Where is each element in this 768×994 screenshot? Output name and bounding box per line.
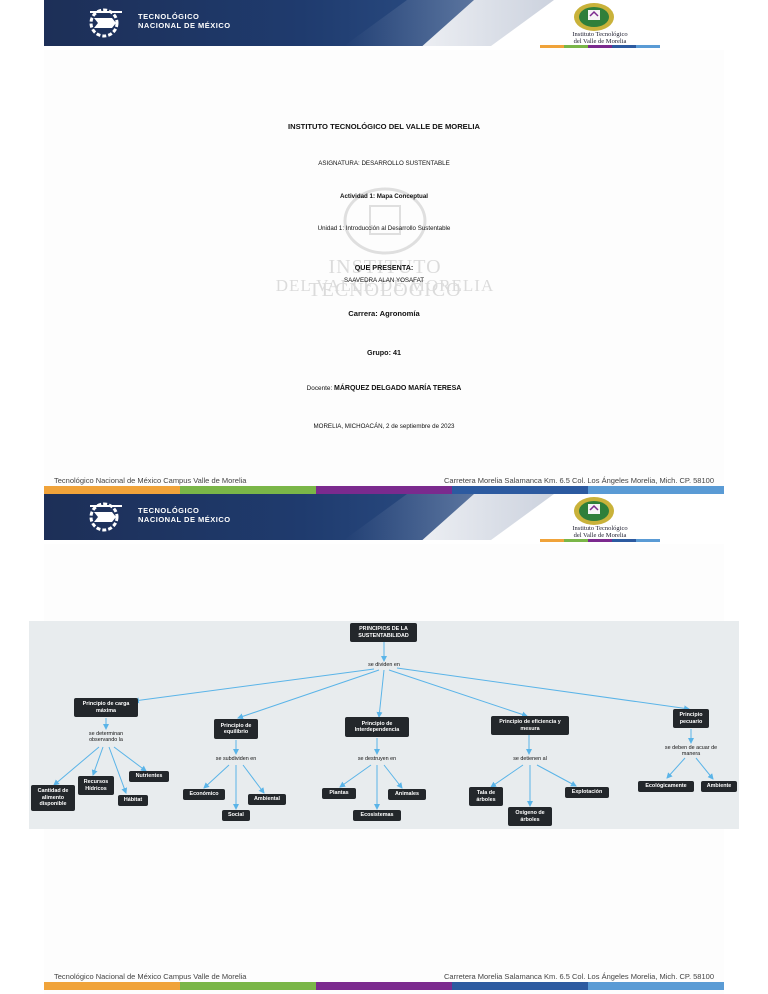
activity-line: Actividad 1: Mapa Conceptual <box>339 193 428 200</box>
tnm-name: TECNOLÓGICO NACIONAL DE MÉXICO <box>138 506 231 524</box>
subject-line: ASIGNATURA: DESARROLLO SUSTENTABLE <box>318 160 450 167</box>
itvm-name: Instituto Tecnológico del Valle de Morel… <box>540 31 660 45</box>
student-name: SAAVEDRA ALAN YOSAFAT <box>343 277 425 284</box>
map-leaf-node: Económico <box>183 789 225 800</box>
itvm-logo: Instituto Tecnológico del Valle de Morel… <box>540 2 660 48</box>
edge-link-b3 <box>376 669 385 718</box>
watermark-line1: INSTITUTO TECNOLÓGICO <box>308 256 462 301</box>
watermark-line2: DEL VALLE DE MORELIA <box>275 276 495 295</box>
map-leaf-node: Ambiental <box>248 794 286 805</box>
map-leaf-node: Hábitat <box>118 795 148 806</box>
edge-b4-c3 <box>536 764 577 787</box>
tnm-gear-emblem-icon <box>89 8 122 38</box>
map-leaf-node: Cantidad de alimento disponible <box>31 785 75 811</box>
teacher-line: Docente: MÁRQUEZ DELGADO MARÍA TERESA <box>44 385 724 392</box>
map-leaf-node: Recursos Hídricos <box>78 776 114 795</box>
map-leaf-node: Ecológicamente <box>638 781 694 792</box>
map-branch-link-label: se detienen al <box>513 756 547 762</box>
footer-address: Carretera Morelia Salamanca Km. 6.5 Col.… <box>444 972 714 981</box>
map-branch-node: Principio de carga máxima <box>74 698 138 717</box>
unit-line: Unidad 1: Introducción al Desarrollo Sus… <box>317 225 451 232</box>
edge-b1-c2 <box>91 746 104 776</box>
footer-text: Tecnológico Nacional de México Campus Va… <box>54 972 714 982</box>
footer-campus: Tecnológico Nacional de México Campus Va… <box>54 972 247 981</box>
tnm-name-line1: TECNOLÓGICO <box>138 12 200 21</box>
map-branch-node: Principio pecuario <box>673 709 709 728</box>
concept-map: PRINCIPIOS DE LA SUSTENTABILIDAD se divi… <box>29 621 739 829</box>
edge-b1-c3 <box>108 746 128 794</box>
itvm-shield-icon <box>574 3 614 31</box>
edge-b1-c1 <box>53 746 100 786</box>
teacher-name: MÁRQUEZ DELGADO MARÍA TERESA <box>334 385 462 392</box>
map-leaf-node: Social <box>222 810 250 821</box>
edge-b3-c1 <box>339 764 372 788</box>
itvm-shield-icon <box>574 497 614 525</box>
edge-link-b1 <box>133 668 375 704</box>
map-leaf-node: Oxígeno de árboles <box>508 807 552 826</box>
edge-b1-c4 <box>113 746 147 772</box>
tnm-name: TECNOLÓGICO NACIONAL DE MÉXICO <box>138 12 231 30</box>
watermark: INSTITUTO TECNOLÓGICO DEL VALLE DE MOREL… <box>250 186 520 301</box>
tnm-name-line1: TECNOLÓGICO <box>138 506 200 515</box>
itvm-name-line1: Instituto Tecnológico <box>572 31 628 38</box>
institution-title: INSTITUTO TECNOLÓGICO DEL VALLE DE MOREL… <box>288 122 480 131</box>
map-leaf-node: Ecosistemas <box>353 810 401 821</box>
concept-map-connectors <box>53 642 714 810</box>
place-date: MORELIA, MICHOACÁN, 2 de septiembre de 2… <box>313 423 455 430</box>
presented-by-label: QUE PRESENTA: <box>354 263 414 272</box>
edge-b5-c1 <box>666 757 686 779</box>
page-footer: Tecnológico Nacional de México Campus Va… <box>44 474 724 494</box>
edge-link-b4 <box>388 669 528 718</box>
itvm-color-stripes <box>540 45 660 48</box>
itvm-name: Instituto Tecnológico del Valle de Morel… <box>540 525 660 539</box>
map-root-link-label: se dividen en <box>368 662 400 668</box>
itvm-color-stripes <box>540 539 660 542</box>
cover-page: TECNOLÓGICO NACIONAL DE MÉXICO Instituto… <box>44 0 724 494</box>
edge-b2-c1 <box>203 764 230 789</box>
map-leaf-node: Plantas <box>322 788 356 799</box>
edge-b2-c3 <box>242 764 265 794</box>
edge-link-b2 <box>237 669 380 720</box>
career-line: Carrera: Agronomía <box>348 309 420 318</box>
page-header: TECNOLÓGICO NACIONAL DE MÉXICO Instituto… <box>44 0 724 50</box>
map-leaf-node: Ambiente <box>701 781 737 792</box>
footer-text: Tecnológico Nacional de México Campus Va… <box>54 476 714 486</box>
page-footer: Tecnológico Nacional de México Campus Va… <box>44 970 724 990</box>
footer-color-stripes <box>44 982 724 990</box>
itvm-name-line2: del Valle de Morelia <box>573 38 627 45</box>
edge-link-b5 <box>396 667 690 712</box>
tnm-gear-emblem-icon <box>89 502 122 532</box>
itvm-name-line2: del Valle de Morelia <box>573 532 627 539</box>
itvm-logo: Instituto Tecnológico del Valle de Morel… <box>540 496 660 542</box>
map-branch-node: Principio de equilibrio <box>214 719 258 739</box>
edge-b5-c2 <box>695 757 714 780</box>
edge-b3-c3 <box>383 764 403 789</box>
tnm-name-line2: NACIONAL DE MÉXICO <box>138 21 231 30</box>
map-branch-link-label: se subdividen en <box>215 756 257 762</box>
teacher-label: Docente: <box>306 385 333 392</box>
footer-campus: Tecnológico Nacional de México Campus Va… <box>54 476 247 485</box>
map-branch-link-label: se determinan observando la <box>88 731 124 744</box>
map-branch-link-label: se deben de acuar de manera <box>664 745 718 758</box>
tnm-name-line2: NACIONAL DE MÉXICO <box>138 515 231 524</box>
watermark-emblem-icon <box>343 187 427 255</box>
footer-color-stripes <box>44 486 724 494</box>
map-branch-node: Principio de Interdependencia <box>345 717 409 737</box>
map-root-node: PRINCIPIOS DE LA SUSTENTABILIDAD <box>350 623 417 642</box>
map-branch-link-label: se destruyen en <box>357 756 397 762</box>
page-header: TECNOLÓGICO NACIONAL DE MÉXICO Instituto… <box>44 494 724 544</box>
map-branch-node: Principio de eficiencia y mesura <box>491 716 569 735</box>
group-line: Grupo: 41 <box>367 348 401 357</box>
map-leaf-node: Tala de árboles <box>469 787 503 806</box>
map-leaf-node: Explotación <box>565 787 609 798</box>
footer-address: Carretera Morelia Salamanca Km. 6.5 Col.… <box>444 476 714 485</box>
itvm-name-line1: Instituto Tecnológico <box>572 525 628 532</box>
edge-b4-c1 <box>490 764 524 788</box>
map-leaf-node: Animales <box>388 789 426 800</box>
map-leaf-node: Nutrientes <box>129 771 169 782</box>
